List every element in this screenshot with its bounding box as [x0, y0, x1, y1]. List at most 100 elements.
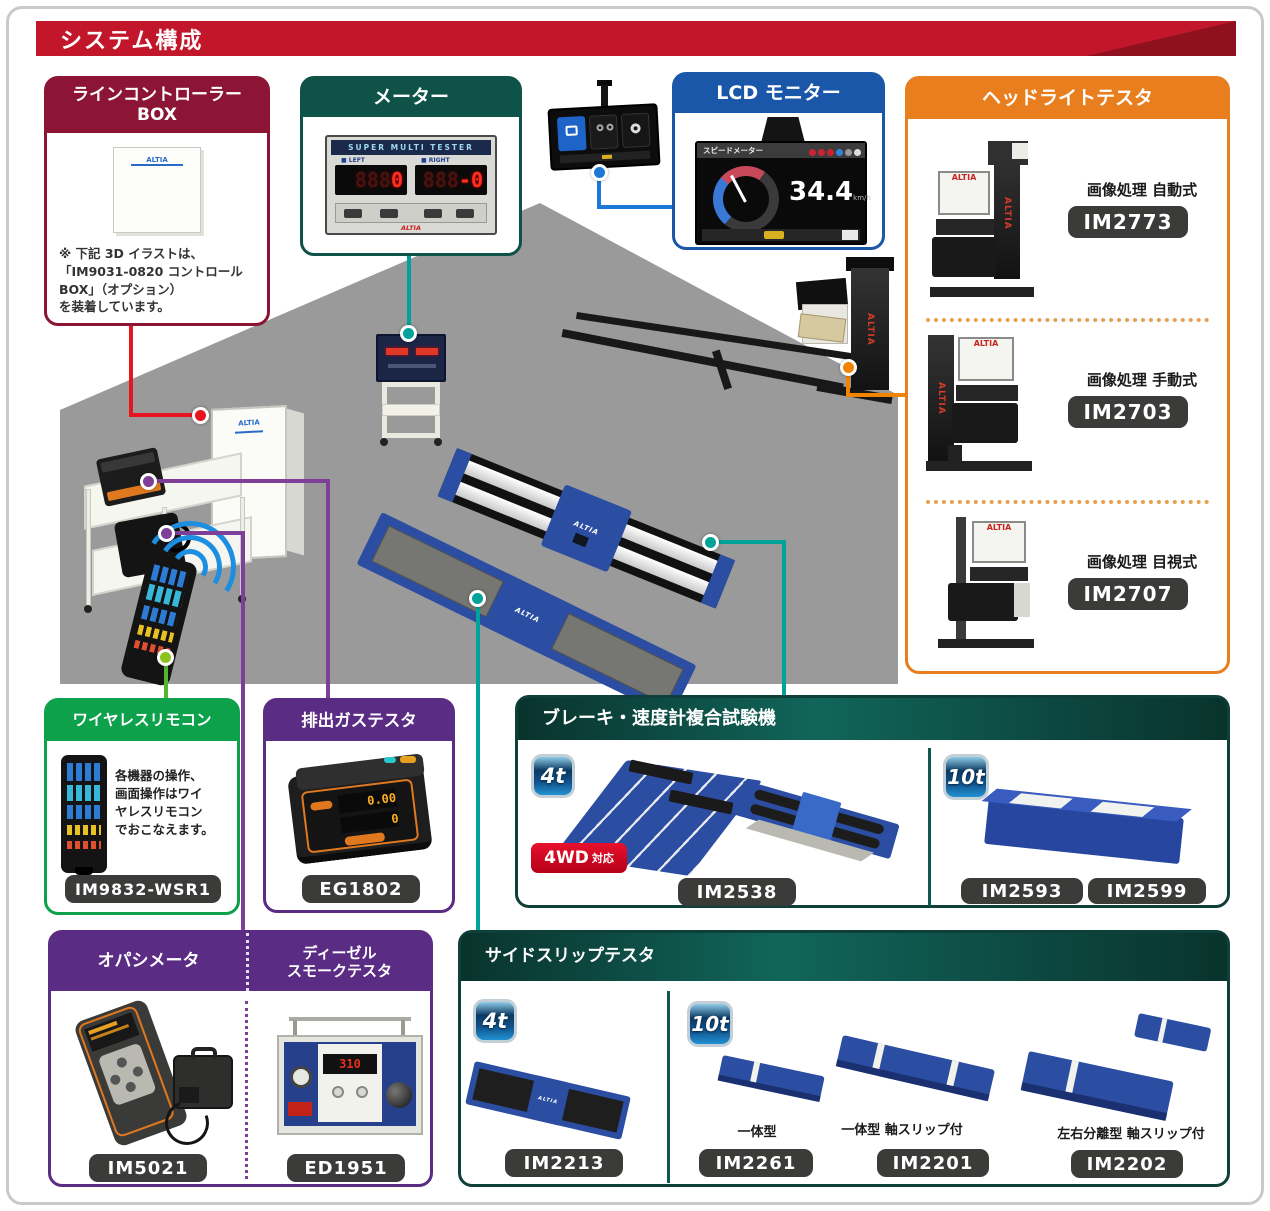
brake-code-4t: IM2538 [678, 878, 796, 906]
meter-brand-label: ALTIA [401, 224, 421, 232]
brake-10t-image [981, 788, 1192, 874]
diesel-title-1: ディーゼル [302, 944, 377, 962]
brake-4wd-badge: 4WD 対応 [531, 843, 627, 873]
sideslip-label-3: 一体型 軸スリップ付 [841, 1123, 963, 1138]
sideslip-4t-badge: 4t [473, 999, 517, 1043]
headlight-item1-image: ALTIA ALTIA [930, 141, 1042, 303]
meter-title: メーター [372, 86, 449, 109]
panel-sideslip: サイドスリップテスタ 4t ALTIA IM2213 10t 一体型 IM226… [458, 930, 1230, 1187]
headlight-item1-label: 画像処理 自動式 [1086, 181, 1198, 199]
wireless-code: IM9832-WSR1 [65, 875, 221, 903]
exhaust-title: 排出ガステスタ [301, 710, 417, 730]
connector-teal-brake-v [782, 540, 786, 697]
meter-device-image: SUPER MULTI TESTER ■ LEFT ■ RIGHT 8880 8… [325, 135, 497, 235]
meter-left-display: 8880 [335, 165, 407, 195]
headlight-item2-label: 画像処理 手動式 [1086, 371, 1198, 389]
connector-purple2-h [166, 531, 245, 535]
headlight-item3-image: ALTIA [938, 517, 1048, 659]
connector-orange-v [846, 372, 850, 397]
opacimeter-code: IM5021 [89, 1154, 207, 1182]
page-title-banner: システム構成 [36, 21, 1236, 56]
panel-brake-tester: ブレーキ・速度計複合試験機 4t 4WD 対応 IM2538 10t [515, 695, 1230, 908]
lcd-screen-image: スピードメーター 34.4km/h [695, 141, 871, 245]
panel-exhaust-gas: 排出ガステスタ 0.00 0 EG1802 [263, 698, 455, 913]
opacimeter-image [69, 997, 233, 1153]
headlight-item3-code: IM2707 [1068, 578, 1188, 610]
lcd-screen-buttons [807, 141, 861, 160]
connector-orange-dot [840, 359, 857, 376]
wireless-description: 各機器の操作、 画面操作はワイ ヤレスリモコン でおこなえます。 [115, 768, 214, 838]
panel-wireless-remote: ワイヤレスリモコン 各機器の操作、 画面操作はワイ ヤレスリモコン でおこなえま… [44, 698, 240, 915]
connector-green-v [164, 657, 168, 700]
exhaust-display1: 0.00 [337, 788, 398, 814]
page-title: システム構成 [60, 28, 204, 54]
exhaust-display2: 0 [340, 810, 400, 834]
brake-title: ブレーキ・速度計複合試験機 [542, 707, 776, 729]
opacimeter-title: オパシメータ [97, 951, 200, 972]
sideslip-label-4: 左右分離型 軸スリップ付 [1057, 1127, 1205, 1142]
connector-purple1-v [326, 479, 330, 700]
connector-blue-dot [591, 164, 608, 181]
headlight-item2-code: IM2703 [1068, 396, 1188, 428]
exhaust-device-image: 0.00 0 [286, 753, 436, 871]
panel-meter: メーター SUPER MULTI TESTER ■ LEFT ■ RIGHT 8… [300, 76, 522, 256]
connector-blue-v [597, 176, 601, 209]
diesel-title-2: スモークテスタ [286, 962, 392, 980]
headlight-item2-image: ALTIA ALTIA [926, 333, 1042, 483]
headlight-separator1 [926, 318, 1209, 322]
meter-stand-illustration [372, 330, 452, 450]
panel-opacimeter-diesel: オパシメータ ディーゼル スモークテスタ [48, 930, 433, 1187]
headlight-separator2 [926, 500, 1209, 504]
connector-red-dot [192, 407, 209, 424]
brake-4t-badge: 4t [531, 754, 575, 798]
header-dotted-divider [246, 933, 249, 991]
sideslip-10t-badge: 10t [687, 1001, 733, 1047]
lcd-screen-title: スピードメーター [703, 146, 763, 155]
connector-purple2-dot [158, 525, 175, 542]
headlight-title: ヘッドライトテスタ [981, 87, 1153, 110]
line-controller-note: ※ 下記 3D イラストは、 「IM9031-0820 コントロール BOX」（… [59, 246, 243, 315]
box-brand-label: ALTIA [131, 156, 183, 166]
line-controller-title-1: ラインコントローラー [72, 85, 242, 106]
sideslip-code-1: IM2213 [505, 1149, 623, 1177]
connector-teal-meter [407, 256, 411, 334]
connector-purple1-h [148, 479, 330, 483]
headlight-item1-code: IM2773 [1068, 206, 1188, 238]
panel-lcd-monitor: LCD モニター スピードメーター 34.4km/h [672, 72, 885, 250]
connector-purple2-v [241, 531, 245, 932]
diesel-code: ED1951 [287, 1154, 405, 1182]
brake-code-10t-2: IM2599 [1088, 878, 1206, 904]
lcd-gauge [713, 166, 779, 232]
sideslip-title: サイドスリップテスタ [485, 946, 655, 967]
cabinet-brand-label: ALTIA [235, 418, 263, 434]
sideslip-code-3: IM2201 [877, 1149, 989, 1177]
rail-tower-brand-label: ALTIA [865, 312, 875, 346]
connector-teal-brake-dot [702, 534, 719, 551]
diesel-display: 310 [323, 1054, 377, 1074]
exhaust-code: EG1802 [302, 875, 420, 903]
connector-red-v [129, 326, 133, 417]
sideslip-plate-brand-label: ALTIA [513, 605, 542, 625]
sideslip-label-2: 一体型 [737, 1125, 777, 1140]
headlight-item3-label: 画像処理 目視式 [1086, 553, 1198, 571]
sideslip-code-2: IM2261 [699, 1149, 813, 1177]
connector-teal-meter-dot [400, 325, 417, 342]
line-controller-box-image: ALTIA [113, 147, 201, 233]
connector-red-h [129, 413, 200, 417]
sideslip-10t-image-2 [835, 1035, 996, 1102]
banner-accent-triangle [1086, 21, 1236, 56]
lcd-title: LCD モニター [716, 82, 841, 105]
diesel-image: 310 [273, 1017, 429, 1145]
meter-right-display: 888-0 [415, 165, 487, 195]
brake-section-divider [928, 748, 931, 906]
panel-headlight: ヘッドライトテスタ ALTIA ALTIA 画像処理 自動式 IM2773 AL… [905, 76, 1230, 674]
brake-10t-badge: 10t [943, 754, 989, 800]
sideslip-10t-image-1 [717, 1055, 825, 1103]
sideslip-10t-image-3a [1134, 1013, 1212, 1052]
lcd-bracket [761, 117, 805, 143]
sideslip-code-4: IM2202 [1071, 1150, 1183, 1178]
connector-teal-brake-h [714, 540, 786, 544]
line-controller-title-2: BOX [137, 105, 177, 125]
connector-purple1-dot [140, 473, 157, 490]
